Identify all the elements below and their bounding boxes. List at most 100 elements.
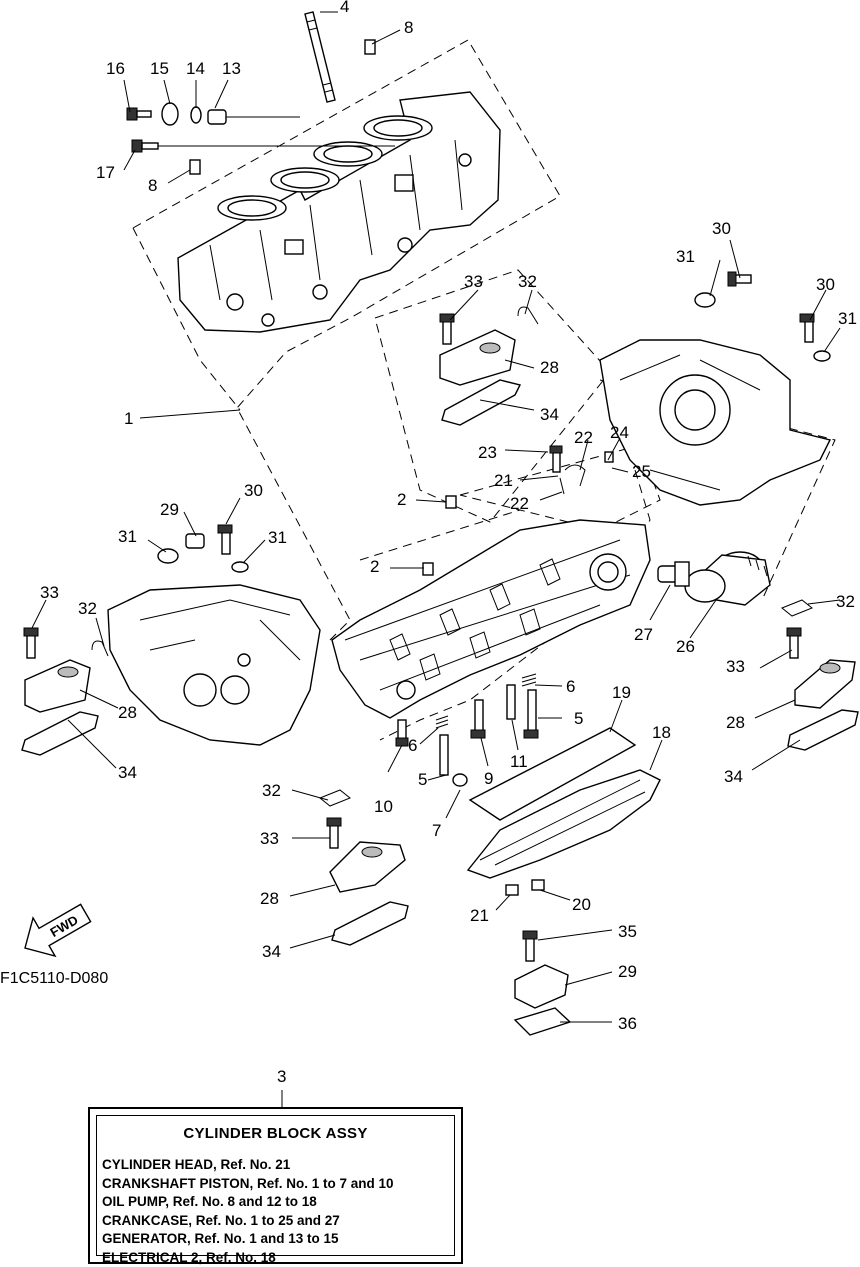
- assembly-reference-list: CYLINDER HEAD, Ref. No. 21 CRANKSHAFT PI…: [102, 1156, 394, 1267]
- dowel-pin-8-upper: [364, 39, 376, 55]
- callout-31: 31: [676, 247, 695, 266]
- callout-28: 28: [118, 703, 137, 722]
- washer-14: [161, 102, 179, 126]
- mount-28-upper: [439, 329, 516, 386]
- callout-34: 34: [118, 763, 137, 782]
- cylinder-block: [177, 91, 501, 333]
- assembly-line: OIL PUMP, Ref. No. 8 and 12 to 18: [102, 1194, 317, 1209]
- callout-21: 21: [494, 471, 513, 490]
- washers-small: [157, 292, 831, 787]
- callout-6: 6: [408, 736, 417, 755]
- callout-16: 17: [96, 163, 115, 182]
- stud-bolt-4: [304, 11, 336, 103]
- callout-8: 8: [148, 176, 157, 195]
- callout-18: 19: [612, 683, 631, 702]
- callout-33: 33: [40, 583, 59, 602]
- callout-28: 28: [540, 358, 559, 377]
- oil-strainer-17: [466, 769, 661, 879]
- callout-35: 35: [618, 922, 637, 941]
- callout-2: 2: [397, 490, 406, 509]
- callout-4: 4: [340, 0, 349, 16]
- callout-5: 5: [418, 770, 427, 789]
- callout-22: 22: [510, 494, 529, 513]
- oil-filter-26: [684, 551, 771, 606]
- callout-6: 6: [566, 677, 575, 696]
- callout-24: 24: [610, 423, 629, 442]
- leader-lines: [31, 11, 841, 1107]
- callout-33: 33: [726, 657, 745, 676]
- callout-17: 18: [652, 723, 671, 742]
- callout-13: 14: [186, 59, 205, 78]
- callout-5: 5: [574, 709, 583, 728]
- callout-10: 10: [374, 797, 393, 816]
- assembly-info-inner-border: CYLINDER BLOCK ASSY CYLINDER HEAD, Ref. …: [96, 1115, 455, 1265]
- assembly-line: GENERATOR, Ref. No. 1 and 13 to 15: [102, 1231, 339, 1246]
- plate-34-left: [21, 711, 99, 756]
- callout-3: 3: [277, 1067, 286, 1086]
- callout-1: 1: [124, 409, 133, 428]
- callout-20: 21: [470, 906, 489, 925]
- callout-9: 9: [484, 769, 493, 788]
- callout-labels: 4 8 16 15 14 13 17 8 30 31 33 32 30 31 2…: [0, 0, 857, 1086]
- callout-31: 31: [838, 309, 857, 328]
- callout-2: 2: [370, 557, 379, 576]
- assembly-title: CYLINDER BLOCK ASSY: [183, 1125, 368, 1142]
- callout-27: 27: [634, 625, 653, 644]
- callout-34: 34: [540, 405, 559, 424]
- callout-31: 31: [268, 528, 287, 547]
- callout-30: 29: [160, 500, 179, 519]
- callout-14: 15: [150, 59, 169, 78]
- springs-6: [435, 673, 537, 729]
- dowel-pin-8-lower: [189, 159, 201, 175]
- bolt-16: [131, 139, 395, 153]
- callout-29: 29: [618, 962, 637, 981]
- gasket-18: [468, 727, 637, 821]
- plate-34-upper: [441, 379, 522, 426]
- callout-31: 31: [118, 527, 137, 546]
- damper-29: [514, 964, 569, 1009]
- callout-34: 34: [724, 767, 743, 786]
- right-cover: [599, 339, 832, 506]
- callout-30: 30: [712, 219, 731, 238]
- callout-34: 34: [262, 942, 281, 961]
- callout-8: 8: [404, 18, 413, 37]
- mount-28-right: [794, 659, 856, 709]
- callout-26: 26: [676, 637, 695, 656]
- callout-32: 32: [518, 272, 537, 291]
- callout-12: 13: [222, 59, 241, 78]
- plate-34-center: [331, 901, 409, 946]
- crankcase: [331, 519, 651, 719]
- callout-7: 7: [432, 821, 441, 840]
- callout-19: 20: [572, 895, 591, 914]
- callout-25: 25: [632, 462, 651, 481]
- assembly-line: CRANKCASE, Ref. No. 1 to 25 and 27: [102, 1212, 340, 1228]
- mount-28-left: [24, 659, 91, 713]
- callout-33: 33: [464, 272, 483, 291]
- union-bolt-27: [657, 561, 690, 587]
- assembly-line: CYLINDER HEAD, Ref. No. 21: [102, 1157, 291, 1172]
- callout-28: 28: [260, 889, 279, 908]
- callout-33: 33: [260, 829, 279, 848]
- bolts-small: [23, 271, 815, 962]
- callout-15: 16: [106, 59, 125, 78]
- callout-28: 28: [726, 713, 745, 732]
- mount-28-center: [329, 841, 406, 893]
- fwd-arrow-icon: FWD: [24, 903, 92, 958]
- callout-30: 30: [816, 275, 835, 294]
- callout-36: 36: [618, 1014, 637, 1033]
- generator-cover: [107, 584, 321, 746]
- o-ring-13: [190, 106, 202, 124]
- callout-32: 32: [262, 781, 281, 800]
- diagram-code: F1C5110-D080: [0, 970, 108, 987]
- assembly-line: CRANKSHAFT PISTON, Ref. No. 1 to 7 and 1…: [102, 1175, 394, 1191]
- callout-32: 32: [78, 599, 97, 618]
- assembly-line: ELECTRICAL 2, Ref. No. 18: [102, 1249, 276, 1265]
- assembly-info-box: CYLINDER BLOCK ASSY CYLINDER HEAD, Ref. …: [88, 1107, 463, 1265]
- callout-23: 23: [478, 443, 497, 462]
- callout-30: 30: [244, 481, 263, 500]
- plate-34-right: [787, 709, 859, 751]
- bolt-15: [126, 107, 152, 121]
- callout-22: 22: [574, 428, 593, 447]
- plug-12: [207, 109, 300, 125]
